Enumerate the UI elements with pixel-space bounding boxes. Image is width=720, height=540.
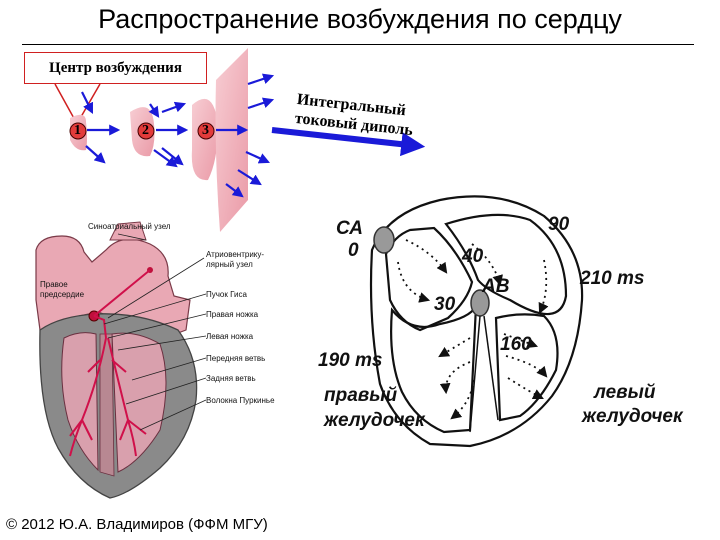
sa-label: СА [336, 218, 363, 239]
label-left-bundle: Левая ножка [206, 332, 254, 341]
label-purkinje-fibers: Волокна Пуркинье [206, 396, 275, 405]
heart-anatomy-illustration [35, 221, 207, 499]
wavefront-4 [215, 48, 248, 232]
label-av-node-1: Атриовентрику- [206, 250, 265, 259]
label-sa-node: Синоатриальный узел [88, 222, 171, 231]
left-ventricle-inner [444, 213, 568, 316]
left-ventricle-lower [494, 313, 559, 422]
title-divider [22, 44, 694, 45]
label-his-bundle: Пучок Гиса [206, 290, 247, 299]
copyright-footer: © 2012 Ю.А. Владимиров (ФФМ МГУ) [6, 516, 268, 533]
left-ventricle-label-2: желудочек [582, 406, 683, 427]
outer-wall [369, 195, 584, 448]
time-210: 210 ms [580, 268, 645, 289]
wavefront-1 [69, 114, 87, 151]
slide-title: Распространение возбуждения по сердцу [98, 4, 622, 34]
conduction-paths [397, 239, 549, 420]
ventricle-scheme [369, 195, 584, 448]
label-posterior-branch: Задняя ветвь [206, 374, 256, 383]
sa-node [373, 226, 395, 254]
right-ventricle-lower [390, 305, 478, 434]
wavefront-2 [130, 107, 155, 157]
right-ventricle-label-2: желудочек [324, 410, 425, 431]
left-ventricle-label-1: левый [594, 382, 656, 403]
label-right-atrium-2: предсердие [40, 290, 85, 299]
wavefront-3 [191, 98, 218, 181]
time-90: 90 [548, 214, 570, 235]
time-190: 190 ms [318, 350, 383, 371]
wavefront-label-1: 1 [74, 123, 81, 138]
time-40: 40 [462, 246, 484, 267]
label-right-bundle: Правая ножка [206, 310, 259, 319]
label-anterior-branch: Передняя ветвь [206, 354, 266, 363]
wavefront-label-3: 3 [202, 123, 209, 138]
av-label: АВ [482, 276, 510, 297]
time-160: 160 [500, 334, 532, 355]
integral-dipole-arrow [271, 127, 426, 157]
sa-time: 0 [348, 240, 359, 261]
propagation-arrows [81, 73, 275, 198]
label-right-atrium-1: Правое [40, 280, 68, 289]
right-ventricle-label-1: правый [324, 385, 398, 406]
wavefront-label-2: 2 [142, 123, 149, 138]
excitation-center-box: Центр возбуждения [24, 52, 207, 84]
label-av-node-2: лярный узел [206, 260, 253, 269]
time-30: 30 [434, 294, 456, 315]
